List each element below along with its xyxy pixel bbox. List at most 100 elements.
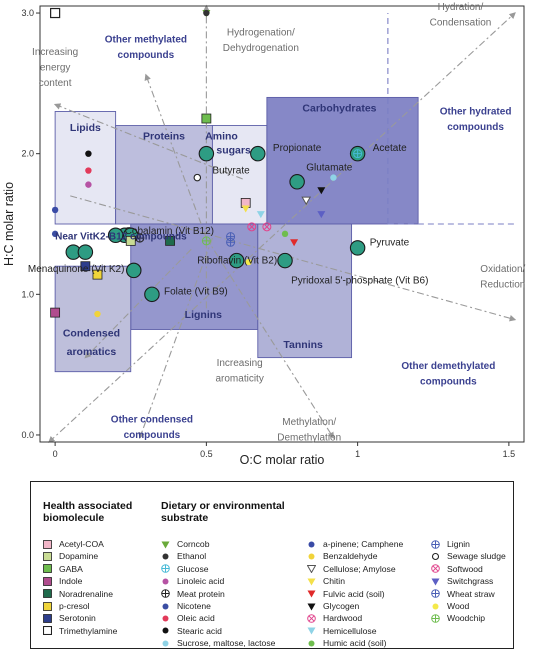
legend-health-title-line1: Health associated xyxy=(43,500,133,512)
legend-item-humic-acid-soil: Humic acid (soil) xyxy=(307,637,403,649)
legend-label: Serotonin xyxy=(59,613,96,624)
condensed-line xyxy=(84,248,192,359)
legend-item-woodchip: Woodchip xyxy=(431,612,506,624)
legend-health-title-line2: biomolecule xyxy=(43,512,105,524)
legend-swatch xyxy=(307,589,316,598)
y-axis-label: H:C molar ratio xyxy=(2,182,16,266)
annotation-heading: Other hydrated xyxy=(440,106,512,117)
legend-item-glucose: Glucose xyxy=(161,563,275,575)
compound-label-near-vitk2-b12-compounds: Near VitK2-B12 compounds xyxy=(55,232,187,243)
legend-dietary-title-line1: Dietary or environmental xyxy=(161,500,285,512)
marker-benzaldehyde xyxy=(94,310,101,318)
legend-swatch xyxy=(307,564,316,574)
legend-swatch xyxy=(307,602,316,611)
legend-item-noradrenaline: Noradrenaline xyxy=(43,588,117,600)
legend-dietary-title-line2: substrate xyxy=(161,512,209,524)
legend-label: Glycogen xyxy=(323,600,360,611)
marker-gaba xyxy=(201,113,212,124)
legend-swatch xyxy=(43,552,52,561)
compound-circle-glutamate xyxy=(289,174,305,190)
region-label: Carbohydrates xyxy=(302,102,376,114)
x-tick-label: 0 xyxy=(53,449,58,459)
compound-label-menaquinone-vit-k2: Menaquinone (Vit K2) xyxy=(28,264,125,275)
region-label: Proteins xyxy=(143,131,185,143)
legend-item-switchgrass: Switchgrass xyxy=(431,575,506,587)
legend-item-meat-protein: Meat protein xyxy=(161,588,275,600)
legend-swatch xyxy=(43,576,52,586)
x-tick-label: 1.5 xyxy=(503,449,516,459)
marker-chitin xyxy=(241,205,250,213)
legend-swatch xyxy=(43,626,52,636)
legend-swatch xyxy=(307,626,316,635)
legend-item-glycogen: Glycogen xyxy=(307,600,403,612)
x-tick-label: 0.5 xyxy=(200,449,213,459)
marker-switchgrass xyxy=(317,211,326,219)
legend-dietary-title: Dietary or environmental substrate xyxy=(161,500,285,524)
region-label: sugars xyxy=(216,145,251,157)
region-label: Condensed xyxy=(63,328,120,340)
annotation-note: Demethylation xyxy=(277,433,341,444)
legend-label: Dopamine xyxy=(59,551,99,562)
marker-sewage-sludge xyxy=(193,173,202,182)
legend-label: a-pinene; Camphene xyxy=(323,539,404,549)
legend-label: Cellulose; Amylose xyxy=(323,563,396,574)
legend-swatch xyxy=(161,626,170,635)
legend-swatch xyxy=(307,614,316,623)
compound-label-riboflavin-vit-b2: Riboflavin (Vit B2) xyxy=(197,256,277,267)
marker-wheat-straw xyxy=(226,232,236,242)
marker-a-pinene-camphene xyxy=(51,206,59,214)
legend-item-sewage-sludge: Sewage sludge xyxy=(431,550,506,562)
legend-label: Sucrose, maltose, lactose xyxy=(177,638,276,649)
marker-dopamine xyxy=(125,235,136,246)
legend-item-ethanol: Ethanol xyxy=(161,550,275,562)
legend-item-a-pinene-camphene: a-pinene; Camphene xyxy=(307,538,403,550)
annotation-note: content xyxy=(39,78,72,89)
region-label: Amino xyxy=(205,131,238,143)
legend-item-chitin: Chitin xyxy=(307,575,403,587)
methylated-line xyxy=(144,73,207,239)
region-carbohydrates xyxy=(266,96,419,225)
legend-item-corncob: Corncob xyxy=(161,538,275,550)
compound-circle-folate-vit-b9 xyxy=(144,286,160,303)
legend-swatch xyxy=(307,552,316,561)
legend-label: Corncob xyxy=(177,539,210,549)
annotation-note: Dehydrogenation xyxy=(223,43,299,54)
legend-label: Switchgrass xyxy=(447,576,494,587)
legend-item-trimethylamine: Trimethylamine xyxy=(43,625,117,637)
marker-fulvic-acid-soil xyxy=(290,239,299,247)
legend-item-oleic-acid: Oleic acid xyxy=(161,612,275,624)
marker-sucrose-maltose-lactose xyxy=(330,174,337,181)
annotation-note: Hydration/ xyxy=(438,2,484,13)
marker-linoleic-acid xyxy=(85,181,92,188)
marker-softwood xyxy=(262,222,272,232)
legend-swatch xyxy=(431,577,440,586)
legend-swatch xyxy=(43,539,52,549)
compound-label-butyrate: Butyrate xyxy=(212,166,250,177)
legend-label: Glucose xyxy=(177,563,209,574)
marker-p-cresol xyxy=(92,269,103,280)
annotation-note: Hydrogenation/ xyxy=(227,28,295,39)
marker-hemicellulose xyxy=(256,211,265,219)
legend-label: Indole xyxy=(59,576,83,587)
marker-nicotene xyxy=(51,230,59,238)
compound-label-acetate: Acetate xyxy=(373,143,407,154)
legend-label: p-cresol xyxy=(59,600,90,611)
region-label: Lignins xyxy=(185,309,222,321)
legend-health-title: Health associated biomolecule xyxy=(43,500,132,524)
legend-item-wood: Wood xyxy=(431,600,506,612)
legend-swatch xyxy=(161,564,170,574)
legend-swatch xyxy=(161,577,170,586)
compound-circle-riboflavin-vit-b2 xyxy=(228,252,245,269)
legend-label: Stearic acid xyxy=(177,625,222,636)
legend-swatch xyxy=(161,589,170,599)
compound-circle-folate-2 xyxy=(126,262,142,279)
legend: Health associated biomolecule Dietary or… xyxy=(30,481,514,649)
marker-meat-protein xyxy=(135,233,145,243)
compound-circle-near-2 xyxy=(77,244,94,260)
legend-swatch xyxy=(431,539,440,549)
legend-label: Chitin xyxy=(323,576,345,587)
legend-swatch xyxy=(161,552,170,561)
